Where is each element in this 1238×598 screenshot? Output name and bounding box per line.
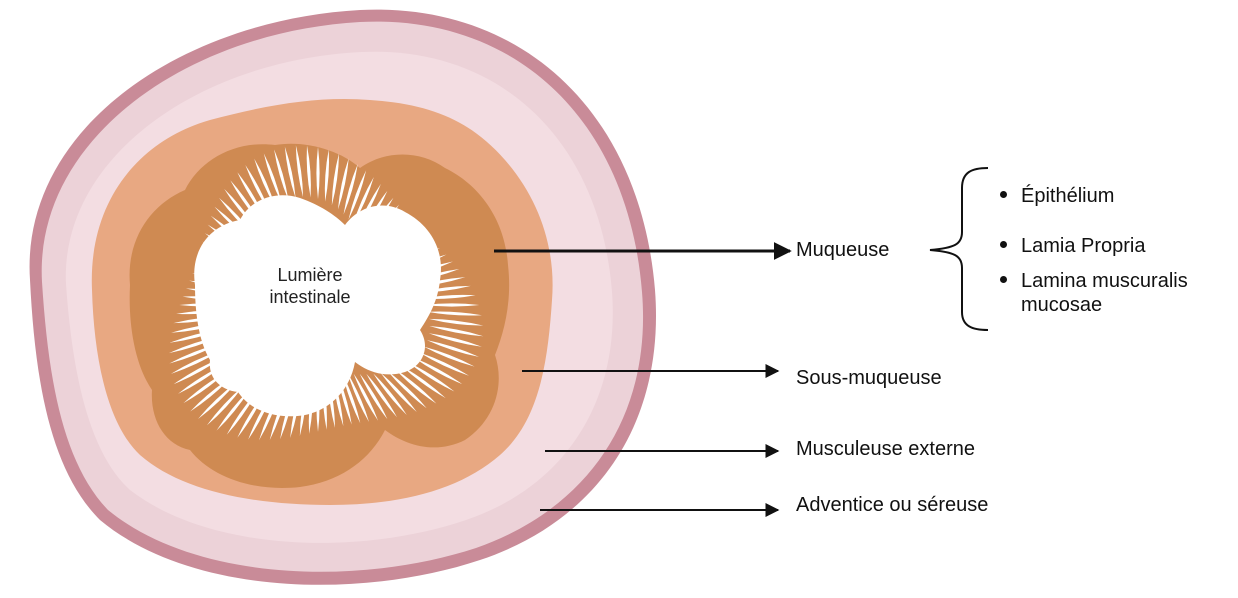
lumen-label-line2: intestinale: [240, 286, 380, 308]
lumen-label-line1: Lumière: [240, 264, 380, 286]
muqueuse-label: Muqueuse: [796, 238, 889, 262]
sous-muqueuse-label: Sous-muqueuse: [796, 366, 942, 390]
bullet-icon: [1000, 241, 1007, 248]
component-lamina-muscularis-line2: mucosae: [1021, 293, 1188, 317]
adventice-label: Adventice ou séreuse: [796, 493, 988, 517]
lumen-label: Lumière intestinale: [240, 264, 380, 308]
component-lamina-propria: Lamia Propria: [1021, 234, 1146, 258]
component-epithelium: Épithélium: [1021, 184, 1114, 208]
muqueuse-components-brace: [930, 168, 988, 330]
component-lamina-muscularis-line1: Lamina muscuralis: [1021, 269, 1188, 293]
list-item: Épithélium: [1000, 184, 1114, 208]
musculeuse-label: Musculeuse externe: [796, 437, 975, 461]
list-item: Lamia Propria: [1000, 234, 1146, 258]
bullet-icon: [1000, 276, 1007, 283]
bullet-icon: [1000, 191, 1007, 198]
